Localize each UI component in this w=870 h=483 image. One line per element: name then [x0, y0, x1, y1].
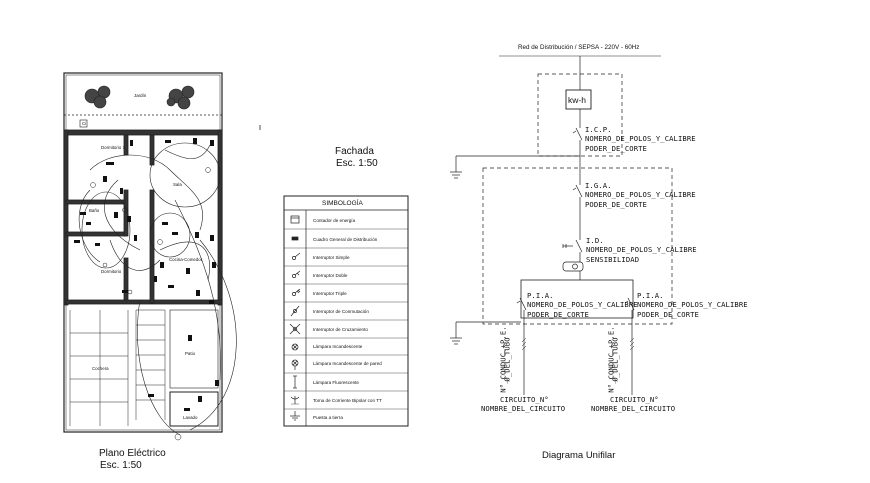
meter-icon — [290, 215, 300, 224]
pia-right-line2: PODER_DE_CORTE — [637, 310, 699, 319]
circuit-left-number: CIRCUITO_N° — [500, 395, 549, 404]
kwh-meter-box — [565, 89, 592, 110]
legend-item: Lámpara Incandescente — [313, 344, 363, 349]
icp-name: I.C.P. — [585, 125, 612, 134]
double-switch-icon — [292, 270, 301, 278]
room-label-dormitorio1: Dormitorio 1 — [101, 145, 125, 150]
legend-item: Interruptor Triple — [313, 291, 347, 296]
id-line1: NOMERO_DE_POLOS_Y_CALIBRE — [586, 245, 697, 254]
wall-lamp-icon — [291, 359, 299, 370]
legend-item: Lámpara Fluorescente — [313, 380, 359, 385]
ground-symbol-top — [450, 171, 462, 179]
floor-plan-caption: Plano Eléctrico — [99, 448, 166, 459]
triple-switch-icon — [292, 288, 301, 296]
legend-item: Interruptor de Conmutación — [313, 309, 369, 314]
id-name: I.D. — [586, 236, 604, 245]
room-label-bano: Baño — [89, 208, 100, 213]
legend-item: Interruptor Simple — [313, 255, 350, 260]
right-tube-label: Ø_DEL_TUBO — [610, 337, 620, 382]
pia-right-name: P.I.A. — [637, 291, 664, 300]
room-label-lavado: Lavado — [183, 415, 198, 420]
commutation-switch-icon — [290, 305, 300, 317]
legend-item: Cuadro General de Distribución — [313, 237, 378, 242]
unifilar-caption: Diagrama Unifilar — [542, 450, 616, 461]
outlet-icon — [290, 396, 300, 405]
room-label-jardin: Jardín — [134, 93, 147, 98]
facade-scale: Esc. 1:50 — [336, 158, 378, 169]
facade-title: Fachada — [335, 146, 374, 157]
pia-left-line1: NOMERO_DE_POLOS_Y_CALIBRE — [527, 300, 638, 309]
rcd-coil — [562, 261, 584, 272]
fluorescent-lamp-icon — [293, 375, 297, 389]
circuit-right-name: NOMBRE_DEL_CIRCUITO — [591, 404, 676, 413]
legend-item: Toma de Corriente Bipolar con TT — [313, 398, 382, 403]
room-label-patio: Patio — [185, 351, 196, 356]
floor-plan-scale: Esc. 1:50 — [100, 460, 142, 471]
iga-name: I.G.A. — [585, 181, 612, 190]
id-breaker — [562, 239, 583, 253]
circuit-left-name: NOMBRE_DEL_CIRCUITO — [481, 404, 566, 413]
iga-line1: NOMERO_DE_POLOS_Y_CALIBRE — [585, 190, 696, 199]
legend-item: Lámpara Incandescente de pared — [313, 361, 382, 366]
legend-item: Interruptor Doble — [313, 273, 348, 278]
pia-left-line2: PODER_DE_CORTE — [527, 310, 589, 319]
pia-left-breaker — [516, 297, 527, 311]
ground-icon — [290, 411, 300, 421]
floor-plan — [63, 72, 261, 441]
room-label-cocina: Cocina-Comedor — [169, 257, 203, 262]
iga-breaker — [572, 184, 583, 198]
legend-table — [283, 195, 409, 427]
iga-line2: PODER_DE_CORTE — [585, 200, 647, 209]
crossing-switch-icon — [289, 323, 301, 335]
meter-label: kw-h — [568, 95, 586, 105]
icp-line2: PODER_DE_CORTE — [585, 144, 647, 153]
room-label-cochera: Cochera — [92, 366, 109, 371]
legend-item: Puesta a tierra — [313, 415, 343, 420]
single-switch-icon — [292, 252, 301, 260]
legend-item: Interruptor de Cruzamiento — [313, 327, 368, 332]
supply-label: Red de Distribución / SEPSA - 220V - 60H… — [518, 44, 640, 51]
pia-right-breaker — [624, 297, 635, 311]
unifilar-diagram — [450, 55, 673, 395]
legend-item: Contador de energía — [313, 218, 356, 223]
room-label-sala: Sala — [173, 182, 182, 187]
icp-line1: NOMERO_DE_POLOS_Y_CALIBRE — [585, 134, 696, 143]
room-label-dormitorio2: Dormitorio — [101, 269, 122, 274]
distribution-board-icon — [291, 236, 299, 241]
ground-symbol-bottom — [450, 337, 462, 345]
icp-breaker — [572, 127, 583, 141]
id-line2: SENSIBILIDAD — [586, 255, 640, 264]
left-tube-label: Ø_DEL_TUBO — [502, 337, 512, 382]
legend-title: SIMBOLOGÍA — [322, 200, 363, 207]
pia-right-line1: NOMERO_DE_POLOS_Y_CALIBRE — [637, 300, 748, 309]
room-label-ci: Ci — [82, 121, 87, 126]
incandescent-lamp-icon — [291, 343, 299, 351]
circuit-right-number: CIRCUITO_N° — [610, 395, 659, 404]
pia-left-name: P.I.A. — [527, 291, 554, 300]
